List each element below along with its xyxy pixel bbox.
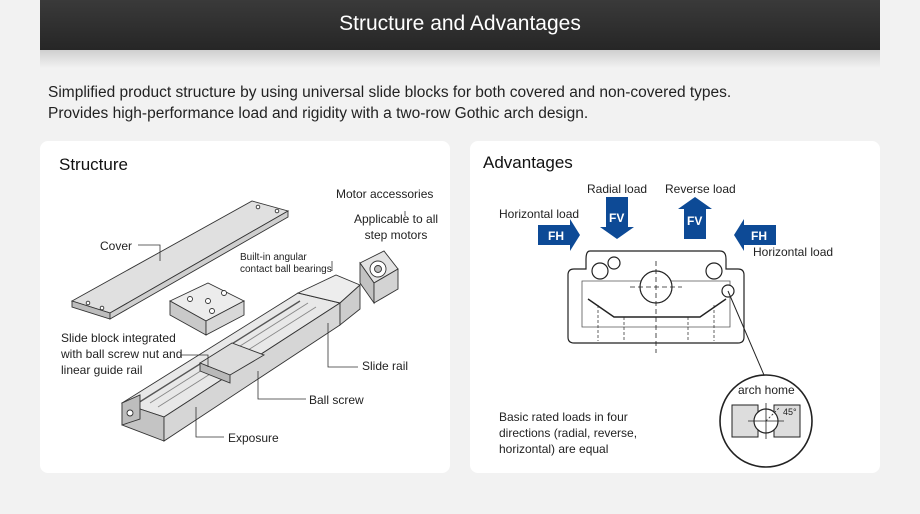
arrow-fh-left-text: FH: [548, 229, 564, 243]
label-bearings-1: Built-in angular: [240, 252, 307, 263]
advantages-note: Basic rated loads in four directions (ra…: [499, 409, 637, 457]
label-exposure: Exposure: [228, 431, 279, 445]
advantages-title: Advantages: [483, 153, 573, 172]
label-bearings: Built-in angular contact ball bearings: [240, 252, 332, 276]
structure-panel: Structure: [40, 141, 450, 473]
advantages-illustration: FH FV FV FH: [538, 197, 813, 468]
label-slide-block-2: with ball screw nut and: [61, 347, 183, 361]
advantages-note-1: Basic rated loads in four: [499, 410, 628, 424]
arch-angle: 45°: [783, 407, 797, 417]
label-motor-note: Applicable to all step motors: [346, 211, 446, 243]
section-header: Structure and Advantages: [40, 0, 880, 50]
arrow-fv-up: [678, 197, 712, 239]
arrow-fh-right: [734, 219, 776, 251]
arrow-fh-left: [538, 219, 580, 251]
label-reverse-load: Reverse load: [665, 182, 736, 196]
structure-illustration: [70, 200, 406, 442]
section-title: Structure and Advantages: [339, 12, 581, 35]
label-slide-block-1: Slide block integrated: [61, 331, 176, 345]
label-motor-accessories: Motor accessories: [336, 187, 434, 201]
arrow-fh-right-text: FH: [751, 229, 767, 243]
label-arch-home: arch home: [738, 383, 795, 397]
label-slide-rail: Slide rail: [362, 359, 409, 373]
label-ball-screw: Ball screw: [309, 393, 364, 407]
label-bearings-2: contact ball bearings: [240, 264, 332, 275]
arrow-fv-up-text: FV: [687, 214, 702, 228]
arrow-fv-down-text: FV: [609, 211, 624, 225]
header-shadow: [40, 50, 880, 68]
arrow-fv-down: [600, 197, 634, 239]
intro-line-1: Simplified product structure by using un…: [48, 84, 732, 101]
cross-section: [567, 250, 745, 353]
label-slide-block: Slide block integrated with ball screw n…: [61, 330, 182, 378]
label-motor-note-2: step motors: [364, 228, 428, 242]
label-radial-load: Radial load: [587, 182, 648, 196]
label-slide-block-3: linear guide rail: [61, 363, 143, 377]
label-cover: Cover: [100, 239, 133, 253]
advantages-note-3: horizontal) are equal: [499, 442, 609, 456]
label-horizontal-load-left: Horizontal load: [499, 207, 580, 221]
label-motor-note-1: Applicable to all: [353, 212, 439, 226]
advantages-panel: Advantages FH FV FV FH: [470, 141, 880, 473]
structure-title: Structure: [59, 155, 128, 174]
advantages-note-2: directions (radial, reverse,: [499, 426, 638, 440]
label-horizontal-load-right: Horizontal load: [753, 245, 834, 259]
intro-text: Simplified product structure by using un…: [48, 82, 731, 124]
intro-line-2: Provides high-performance load and rigid…: [48, 105, 589, 122]
arch-detail-circle: 45°: [719, 374, 813, 468]
